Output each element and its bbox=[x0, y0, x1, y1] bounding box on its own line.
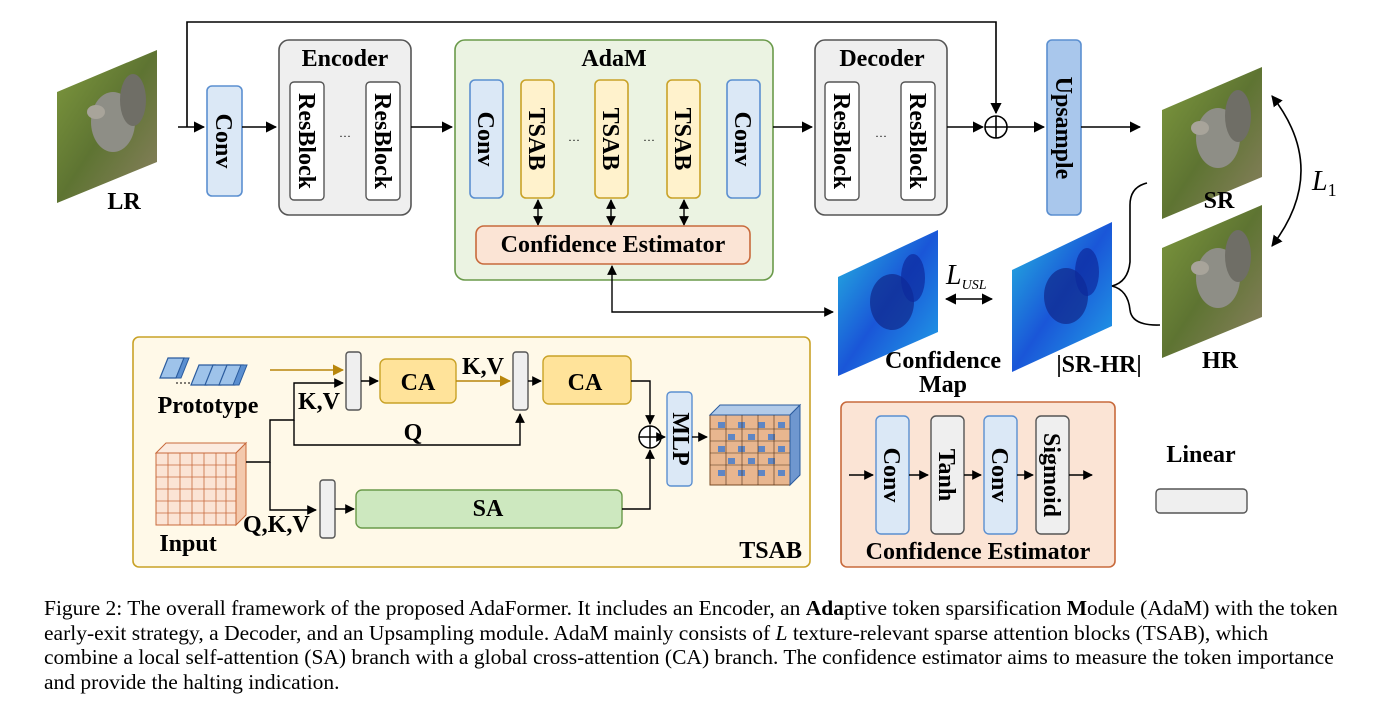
l1-loss-arrow bbox=[1271, 95, 1302, 247]
q-label: Q bbox=[404, 420, 423, 446]
tsab-block-1 bbox=[520, 79, 555, 199]
sum-node-top bbox=[984, 115, 1008, 139]
confidence-map-label-2: Map bbox=[919, 372, 967, 398]
confidence-estimator-label: Confidence Estimator bbox=[501, 232, 726, 258]
resblock-dec-2-label: ResBlock bbox=[904, 93, 930, 190]
kv-label-2: K,V bbox=[462, 354, 505, 380]
ce-conv-2-label: Conv bbox=[986, 448, 1012, 503]
caption-text-3: odule (AdaM) with the token early-exit s… bbox=[44, 596, 1338, 645]
l1-label: L1 bbox=[1311, 166, 1337, 200]
qkv-label: Q,K,V bbox=[243, 512, 310, 538]
ce-conv-1-label: Conv bbox=[878, 448, 904, 503]
arrow-ce-confmap bbox=[607, 265, 834, 317]
linear-box-3 bbox=[319, 479, 336, 539]
input-branch-top bbox=[246, 378, 344, 463]
confidence-map-label-1: Confidence bbox=[885, 348, 1001, 374]
sa-label: SA bbox=[473, 496, 504, 522]
tsab-block-2 bbox=[594, 79, 629, 199]
caption-ada-bold: Ada bbox=[805, 596, 845, 620]
output-tokens bbox=[708, 403, 802, 487]
caption-text-4: texture-relevant sparse attention blocks… bbox=[44, 620, 1334, 694]
tsab-1-label: TSAB bbox=[523, 108, 549, 171]
input-branch-sa bbox=[269, 462, 317, 515]
resblock-dec-2 bbox=[900, 81, 936, 201]
input-branch-q bbox=[293, 413, 525, 446]
resblock-enc-2-label: ResBlock bbox=[369, 93, 395, 190]
framework-diagram: LR SR HR L1 Confidence Map |SR-HR| LUSL bbox=[57, 21, 1337, 568]
resblock-dec-1-label: ResBlock bbox=[828, 93, 854, 190]
resblock-dec-1 bbox=[824, 81, 860, 201]
confidence-map-image bbox=[838, 230, 938, 376]
conv-block-1 bbox=[206, 85, 243, 197]
input-tokens bbox=[154, 441, 248, 527]
adam-dots-2: ··· bbox=[643, 133, 655, 147]
tsab-panel-title: TSAB bbox=[739, 538, 802, 564]
sr-hr-brace bbox=[1111, 182, 1161, 326]
conv-label-1: Conv bbox=[210, 114, 236, 169]
linear-box-1 bbox=[345, 351, 362, 411]
resblock-enc-2 bbox=[365, 81, 401, 201]
caption-text-1: The overall framework of the proposed Ad… bbox=[122, 596, 806, 620]
adam-title: AdaM bbox=[581, 46, 646, 72]
conv-block-adam-1 bbox=[469, 79, 504, 199]
sr-hr-label: |SR-HR| bbox=[1056, 352, 1141, 378]
upsample-label: Upsample bbox=[1050, 77, 1076, 180]
figure-caption: Figure 2: The overall framework of the p… bbox=[44, 596, 1344, 694]
mlp-block bbox=[666, 391, 693, 487]
caption-l-italic: L bbox=[775, 620, 788, 645]
arrow-sa-plus bbox=[622, 449, 655, 510]
prototype-label: Prototype bbox=[158, 393, 259, 419]
ca-block-2 bbox=[542, 355, 632, 405]
ca-1-label: CA bbox=[401, 370, 436, 396]
hr-image bbox=[1162, 205, 1262, 358]
lusl-label: LUSL bbox=[945, 260, 987, 293]
encoder-title: Encoder bbox=[302, 46, 389, 72]
linear-legend-label: Linear bbox=[1166, 442, 1236, 468]
ca-2-label: CA bbox=[568, 370, 603, 396]
decoder-dots: ··· bbox=[875, 129, 887, 143]
encoder-dots: ··· bbox=[339, 129, 351, 143]
tsab-block-3 bbox=[666, 79, 701, 199]
sr-image bbox=[1162, 67, 1262, 219]
mlp-label: MLP bbox=[667, 412, 693, 465]
resblock-enc-1-label: ResBlock bbox=[293, 93, 319, 190]
sr-label: SR bbox=[1204, 188, 1235, 214]
lr-label: LR bbox=[107, 189, 141, 215]
lr-image bbox=[57, 50, 157, 203]
arrow-ca2-plus bbox=[631, 380, 655, 425]
sum-node-tsab bbox=[638, 425, 662, 449]
tsab-3-label: TSAB bbox=[669, 108, 695, 171]
decoder-title: Decoder bbox=[839, 46, 925, 72]
conv-adam-1-label: Conv bbox=[472, 112, 498, 167]
input-label: Input bbox=[159, 531, 216, 557]
kv-label-1: K,V bbox=[298, 389, 341, 415]
prototype-tokens bbox=[159, 357, 248, 386]
ce-detail-title: Confidence Estimator bbox=[866, 539, 1091, 565]
linear-legend-box bbox=[1155, 488, 1248, 514]
caption-figure-label: Figure 2: bbox=[44, 596, 123, 620]
error-map-image bbox=[1012, 222, 1112, 372]
ce-tanh-label: Tanh bbox=[933, 449, 959, 502]
linear-box-2 bbox=[512, 351, 529, 411]
ce-sigmoid-label: Sigmoid bbox=[1038, 433, 1064, 518]
conv-adam-2-label: Conv bbox=[729, 112, 755, 167]
tsab-2-label: TSAB bbox=[597, 108, 623, 171]
adam-dots-1: ··· bbox=[568, 133, 580, 147]
caption-text-2: ptive token sparsification bbox=[844, 596, 1067, 620]
caption-m-bold: M bbox=[1066, 596, 1088, 620]
conv-block-adam-2 bbox=[726, 79, 761, 199]
hr-label: HR bbox=[1202, 348, 1239, 374]
confidence-estimator-block bbox=[475, 225, 751, 265]
skip-connection bbox=[186, 21, 1002, 127]
resblock-enc-1 bbox=[289, 81, 325, 201]
